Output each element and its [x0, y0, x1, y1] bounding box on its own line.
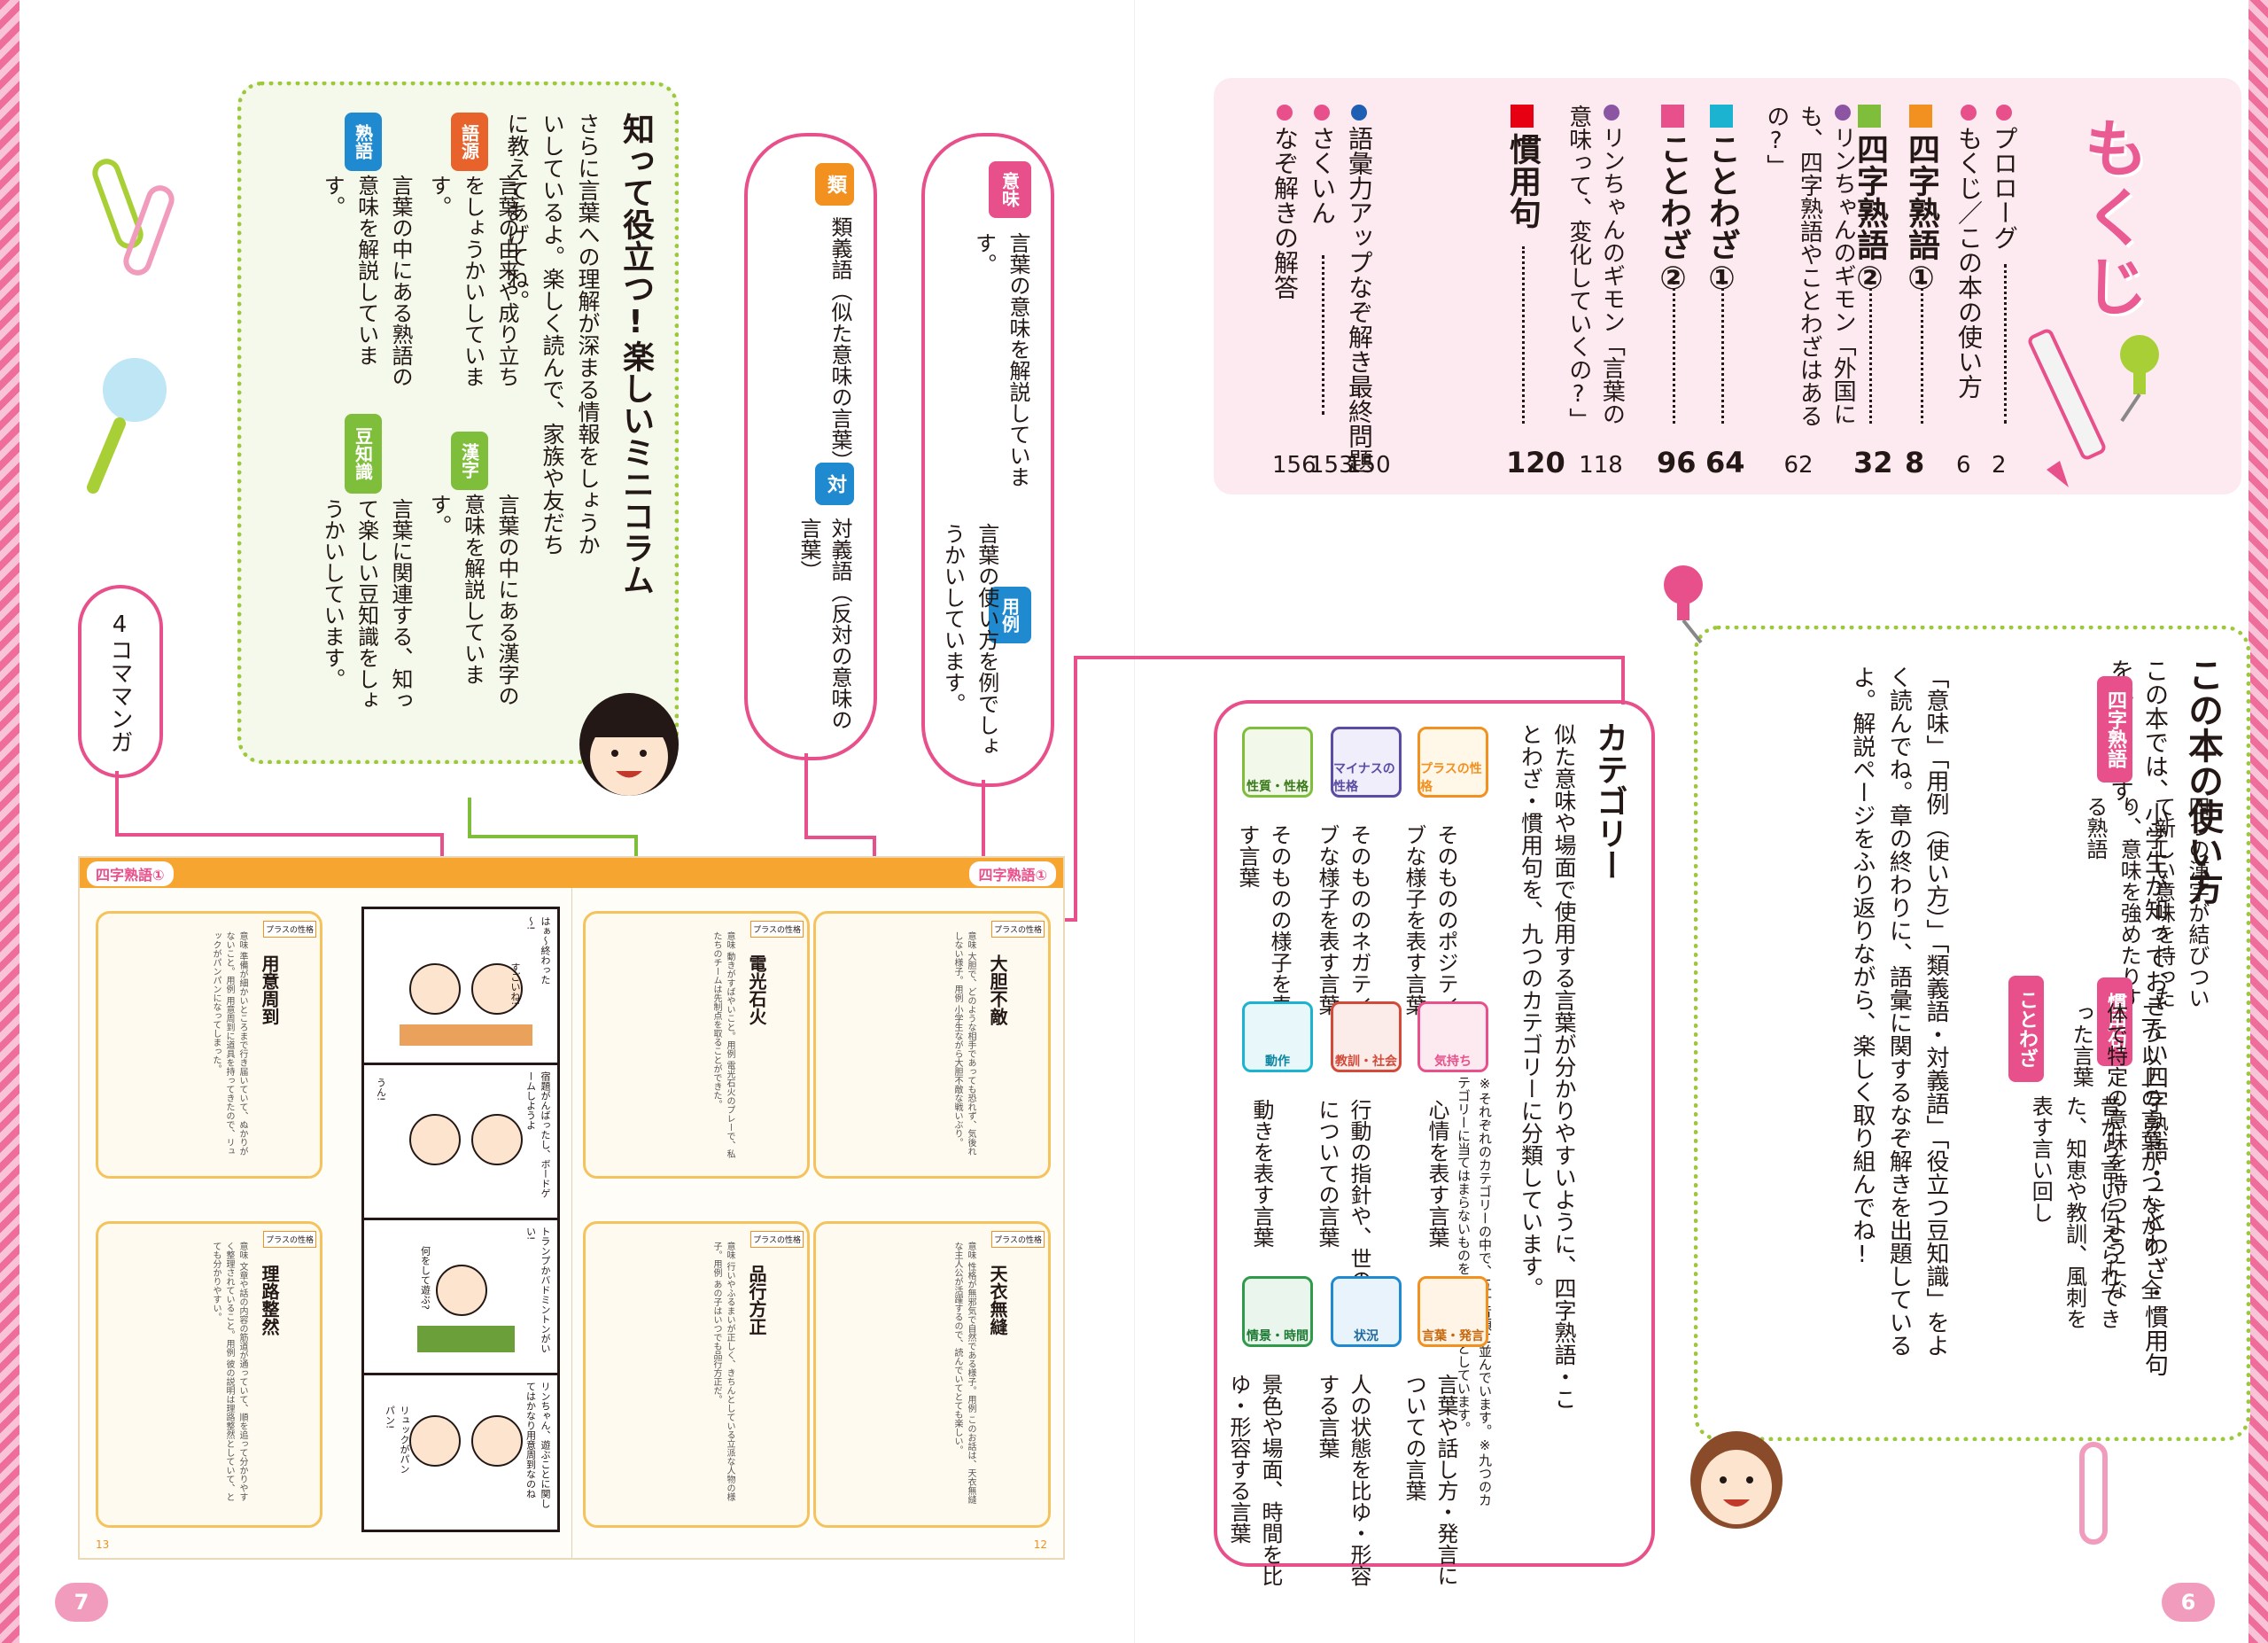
pushpin-icon	[1664, 565, 1703, 644]
heart-icon: 気持ち	[1418, 1001, 1488, 1072]
speech-icon: 言葉・発言	[1418, 1276, 1488, 1347]
toc-item[interactable]: リンちゃんのギモン「外国にも、四字熟語やことわざはあるの?」 62	[1762, 105, 1857, 479]
entry-card: 用意周到 プラスの性格 意味 準備が細かいところまで行き届いていて、ぬかりがない…	[96, 911, 322, 1179]
gogen-tag: 語源	[451, 113, 488, 171]
rui-tag: 類	[815, 163, 854, 206]
mamechishiki-text: 言葉に関連する、知って楽しい豆知識をしょうかいしています。	[320, 498, 413, 711]
howto-body: 「意味」「用例（使い方）」「類義語・対義語」「役立つ豆知識」をよく読んでね。章の…	[1848, 666, 1949, 1357]
minus-personality-icon: マイナスの性格	[1331, 727, 1402, 798]
def-kanyouku-text: 二つ以上の言葉がつながり、全体で特定の意味を持つようになった言葉	[2069, 1002, 2162, 1300]
column-intro: さらに言葉への理解が深まる情報をしょうかいしているよ。楽しく読んで、家族や友だち…	[504, 113, 601, 556]
yourei-text: 言葉の使い方を例でしょうかいしています。	[940, 523, 999, 757]
pen-icon	[2028, 329, 2106, 487]
plus-personality-icon: プラスの性格	[1418, 727, 1488, 798]
howto-panel: この本の使い方 この本では、小学生が知っておきたい四字熟語・ことわざ・慣用句を学…	[1694, 626, 2250, 1441]
book-header-left: 四字熟語①	[87, 861, 174, 886]
toc-bullet	[1996, 105, 2012, 121]
manga-pill: 4コママンガ	[78, 585, 163, 778]
book-page-no-left: 13	[96, 1538, 110, 1551]
yourei-tag: 用例	[989, 587, 1031, 643]
page-number-right: 6	[2162, 1583, 2215, 1622]
gogen-text: 言葉の由来や成り立ちをしょうかいしています。	[426, 175, 519, 387]
book-header-right: 四字熟語①	[969, 861, 1056, 886]
column-title: 知って役立つ!楽しいミニコラム	[612, 113, 658, 609]
kanji-tag: 漢字	[451, 432, 488, 490]
mini-column-panel: 知って役立つ!楽しいミニコラム さらに言葉への理解が深まる情報をしょうかいしてい…	[237, 82, 679, 764]
camera-icon: 状況	[1331, 1276, 1402, 1347]
book-page-no-right: 12	[1033, 1538, 1047, 1551]
magnifier-icon	[87, 351, 174, 494]
rui-tai-pill: 類 類義語（似た意味の言葉） 対 対義語（反対の意味の言葉）	[744, 133, 877, 760]
imi-tag: 意味	[989, 161, 1031, 218]
table-of-contents: プロローグ 2 もくじ／この本の使い方 6 四字熟語① 8 四字熟語② 32 リ…	[1214, 78, 2241, 494]
book-spread: 四字熟語① 四字熟語① 13 12 大胆不敵 プラスの性格 意味 大胆で、どのよ…	[78, 856, 1065, 1560]
four-panel-manga: はぁ～終わった～! すごいね! 宿題がんばったし、ボードゲームしようよ うん! …	[361, 907, 560, 1532]
category-intro: 似た意味や場面で使用する言葉が分かりやすいように、四字熟語・ことわざ・慣用句を、…	[1518, 723, 1578, 1410]
pushpin-icon	[2120, 335, 2159, 423]
book-icon: 教訓・社会	[1331, 1001, 1402, 1072]
landscape-icon: 情景・時間	[1242, 1276, 1313, 1347]
imi-yourei-pill: 意味 言葉の意味を解説しています。 用例	[921, 133, 1054, 787]
paperclip-icon	[2079, 1442, 2108, 1545]
category-title: カテゴリー	[1591, 721, 1627, 881]
right-border-stripe	[2249, 0, 2268, 1643]
howto-title: この本の使い方	[2182, 657, 2223, 905]
toc-title: もくじ	[2073, 115, 2148, 323]
entry-card: 品行方正 プラスの性格 意味 行いやふるまいが正しく、きちんとしている立派な人物…	[583, 1221, 810, 1528]
jukugo-tag: 熟語	[345, 113, 382, 171]
paperclip-icon	[92, 159, 175, 276]
mamechishiki-tag: 豆知識	[345, 414, 382, 494]
tai-text: 対義語（反対の意味の言葉）	[796, 518, 852, 730]
entry-card: 理路整然 プラスの性格 意味 文章や話の内容の筋道が通っていて、順を追って分かり…	[96, 1221, 322, 1528]
toc-item[interactable]: リンちゃんのギモン「言葉の意味って、変化していくの?」 118	[1565, 105, 1626, 479]
category-panel: カテゴリー 似た意味や場面で使用する言葉が分かりやすいように、四字熟語・ことわざ…	[1214, 700, 1655, 1567]
left-border-stripe	[0, 0, 19, 1643]
nature-character-icon: 性質・性格	[1242, 727, 1313, 798]
entry-card: 大胆不敵 プラスの性格 意味 大胆で、どのような相手であっても恐れず、気後れしな…	[813, 911, 1051, 1179]
girl-illustration	[1690, 1431, 1783, 1529]
girl-illustration	[579, 693, 679, 796]
book-header-bar	[80, 858, 1063, 888]
entry-card: 電光石火 プラスの性格 意味 動きがすばやいこと。用例 電光石火のプレーで、私た…	[583, 911, 810, 1179]
kanji-text: 言葉の中にある漢字の意味を解説しています。	[426, 494, 519, 706]
page-number-left: 7	[55, 1583, 108, 1622]
entry-card: 天衣無縫 プラスの性格 意味 性格が無邪気で自然である様子。用例 このお話は、天…	[813, 1221, 1051, 1528]
tai-tag: 対	[815, 463, 854, 505]
page-gutter	[1134, 0, 1135, 1643]
running-icon: 動作	[1242, 1001, 1313, 1072]
jukugo-text: 言葉の中にある熟語の意味を解説しています。	[320, 175, 413, 387]
rui-text: 類義語（似た意味の言葉）	[827, 216, 852, 471]
imi-text: 言葉の意味を解説しています。	[971, 232, 1030, 487]
